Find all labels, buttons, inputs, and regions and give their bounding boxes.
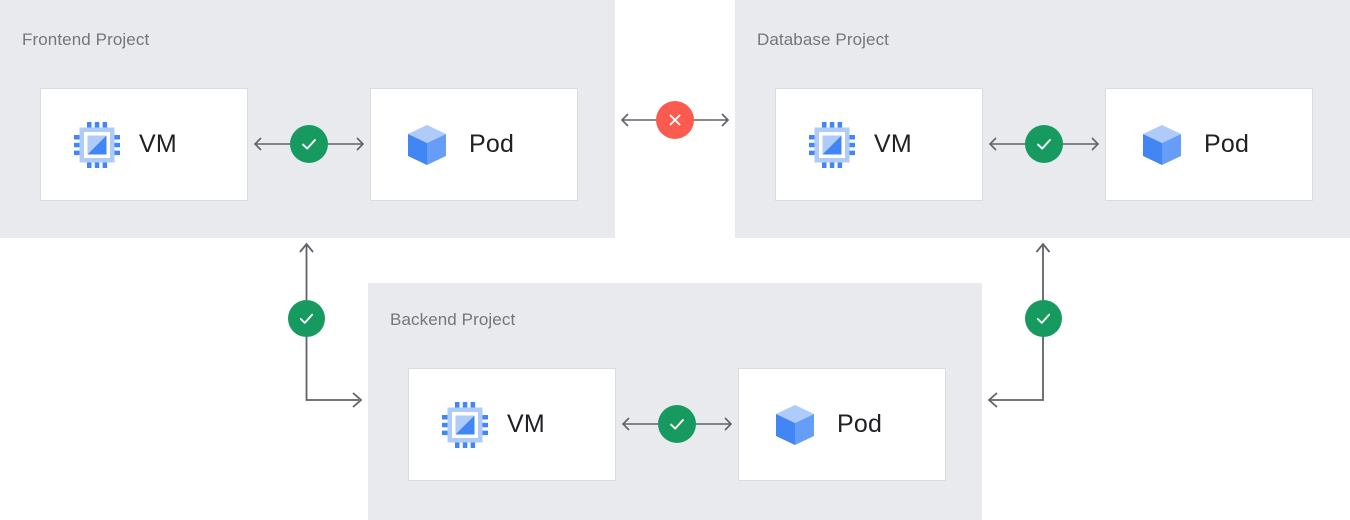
resource-card-database-vm[interactable]: VM [775, 88, 983, 201]
connector-backend-frontend [290, 235, 375, 410]
pod-cube-icon [403, 121, 451, 169]
resource-label-backend-pod: Pod [837, 410, 883, 438]
resource-card-frontend-pod[interactable]: Pod [370, 88, 578, 201]
status-badge-frontend-database[interactable] [656, 101, 694, 139]
status-badge-backend-frontend[interactable] [288, 300, 325, 337]
connector-backend-database [985, 235, 1070, 410]
resource-label-database-vm: VM [874, 130, 912, 158]
status-badge-backend-database[interactable] [1025, 300, 1062, 337]
status-badge-frontend-internal[interactable] [290, 125, 328, 163]
panel-title-database: Database Project [757, 30, 890, 49]
resource-card-backend-vm[interactable]: VM [408, 368, 616, 481]
resource-card-frontend-vm[interactable]: VM [40, 88, 248, 201]
x-circle-icon [669, 114, 681, 126]
status-badge-database-internal[interactable] [1025, 125, 1063, 163]
check-circle-icon [1036, 313, 1051, 324]
vm-chip-icon [73, 121, 121, 169]
resource-card-backend-pod[interactable]: Pod [738, 368, 946, 481]
vm-chip-icon [441, 401, 489, 449]
resource-label-database-pod: Pod [1204, 130, 1250, 158]
check-circle-icon [1037, 139, 1051, 150]
check-circle-icon [670, 419, 684, 430]
panel-title-backend: Backend Project [390, 310, 516, 329]
pod-cube-icon [1138, 121, 1186, 169]
status-badge-backend-internal[interactable] [658, 405, 696, 443]
resource-label-backend-vm: VM [507, 410, 545, 438]
resource-card-database-pod[interactable]: Pod [1105, 88, 1313, 201]
vm-chip-icon [808, 121, 856, 169]
check-circle-icon [299, 313, 314, 324]
pod-cube-icon [771, 401, 819, 449]
check-circle-icon [302, 139, 316, 150]
panel-title-frontend: Frontend Project [22, 30, 150, 49]
resource-label-frontend-pod: Pod [469, 130, 515, 158]
resource-label-frontend-vm: VM [139, 130, 177, 158]
